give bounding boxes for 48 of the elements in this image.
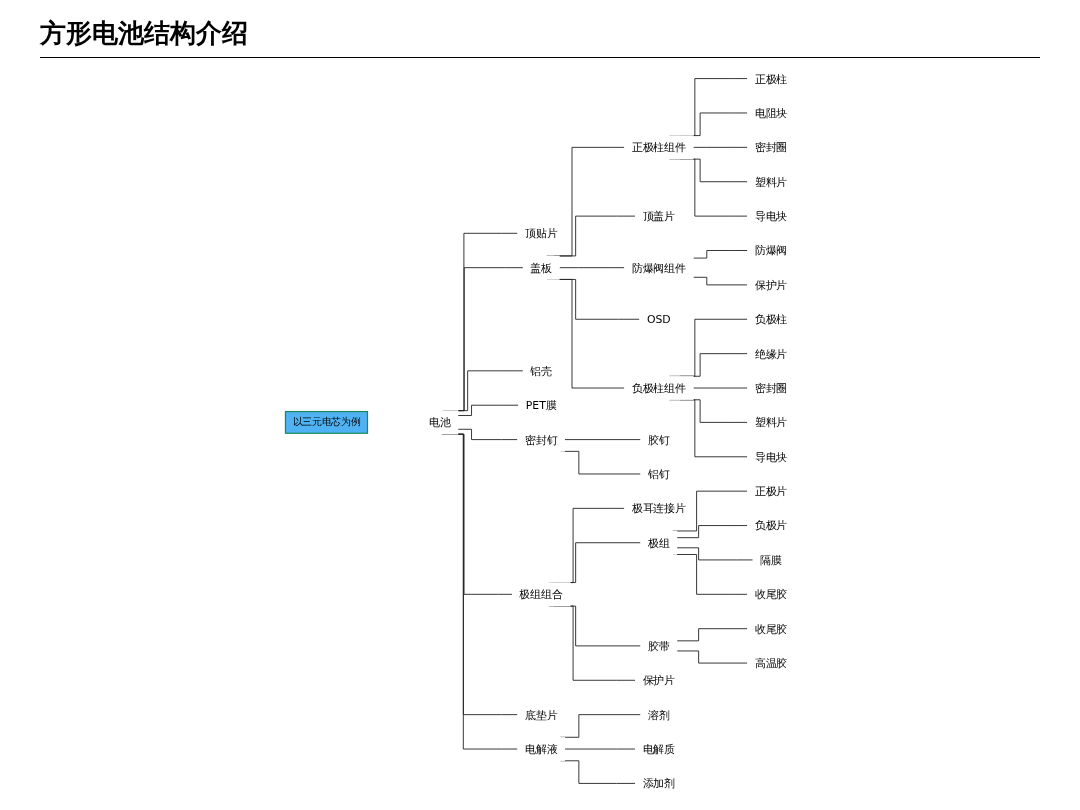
node-text: 顶贴片 — [524, 226, 558, 240]
node-text: 溶剂 — [647, 708, 670, 721]
node-text: 胶钉 — [647, 433, 670, 446]
node-text: 正极片 — [754, 484, 788, 498]
node-text: 极耳连接片 — [631, 502, 686, 515]
node-text: 塑料片 — [754, 175, 788, 189]
connector — [676, 650, 748, 664]
node-text: 高温胶 — [754, 656, 788, 670]
node-text: 添加剂 — [642, 777, 676, 790]
node-text: 铝钉 — [647, 467, 670, 481]
node-text: 密封圈 — [754, 381, 788, 395]
node-text: 胶带 — [647, 639, 670, 653]
node-text: 负极柱 — [754, 312, 788, 326]
node-text: 正极柱 — [754, 72, 788, 85]
title: 方形电池结构介绍 — [40, 16, 1040, 58]
node-text: 电解质 — [642, 742, 676, 756]
node-text: 导电块 — [754, 450, 788, 464]
connector — [676, 525, 748, 539]
connector — [692, 146, 748, 148]
connector — [564, 439, 642, 441]
connector — [457, 428, 519, 441]
node-text: 塑料片 — [754, 416, 788, 429]
node-text: 保护片 — [642, 673, 676, 687]
node-text: 密封圈 — [754, 141, 788, 154]
connector — [692, 250, 748, 259]
node-text: 防爆阀组件 — [631, 261, 686, 275]
node-text: 防爆阀 — [754, 244, 788, 257]
node-text: 绝缘片 — [754, 347, 788, 360]
node-text: 保护片 — [754, 278, 788, 292]
connector — [692, 276, 748, 286]
node-text: 铝壳 — [530, 364, 553, 378]
node-text: 收尾胶 — [754, 622, 788, 636]
node-text: 隔膜 — [760, 553, 782, 567]
node-text: OSD — [646, 312, 671, 326]
connector — [457, 404, 519, 416]
connector — [558, 267, 625, 269]
node-text: PET膜 — [525, 398, 557, 412]
node-text: 电阻块 — [754, 106, 788, 120]
node-text: 收尾胶 — [754, 587, 788, 601]
connector — [676, 547, 754, 561]
node-text: 电解液 — [524, 742, 558, 756]
node-text: 负极片 — [754, 519, 788, 532]
node-text: 密封钉 — [524, 433, 558, 446]
connector — [676, 628, 748, 642]
node-text: 导电块 — [754, 209, 788, 223]
node-box: 以三元电芯为例 — [284, 410, 369, 434]
node-text: 底垫片 — [524, 708, 558, 721]
node-text: 顶盖片 — [642, 209, 676, 223]
